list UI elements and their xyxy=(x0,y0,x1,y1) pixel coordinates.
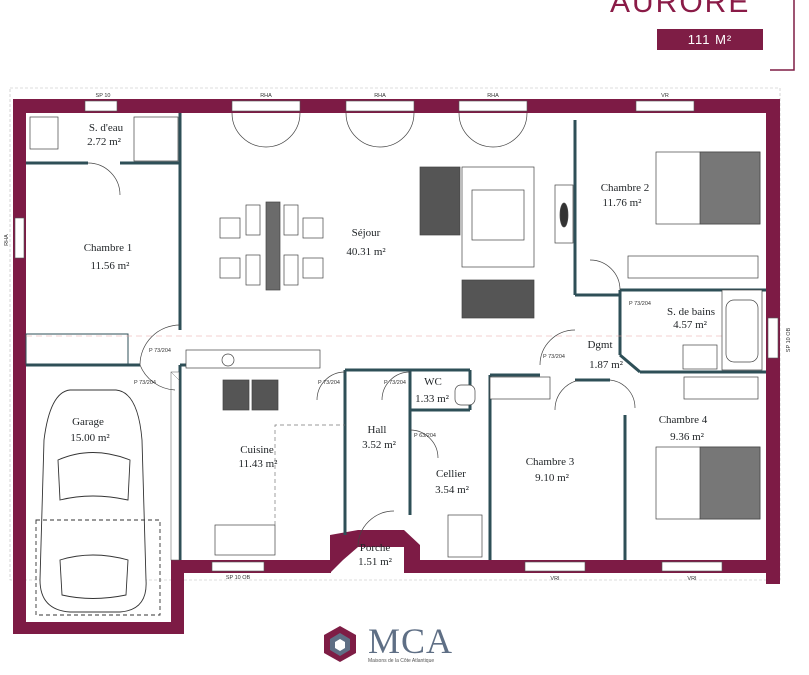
sofa xyxy=(461,279,535,319)
room-area-porche: 1.51 m² xyxy=(358,556,393,568)
room-name-chambre-2: Chambre 2 xyxy=(601,182,650,194)
mca-logo-icon xyxy=(324,626,356,662)
shower xyxy=(133,116,179,162)
car xyxy=(35,389,161,616)
svg-text:P 73/204: P 73/204 xyxy=(134,380,156,386)
room-area-hall: 3.52 m² xyxy=(362,439,397,451)
room-name-salle-de-bains: S. de bains xyxy=(667,306,715,318)
door-swings xyxy=(87,112,636,548)
svg-text:P 73/204: P 73/204 xyxy=(543,354,565,360)
wardrobe-chambre-2 xyxy=(627,255,759,279)
plan-title: AURORE xyxy=(610,0,751,19)
room-area-cuisine: 11.43 m² xyxy=(239,458,279,470)
brand-tagline: Maisons de la Côte Atlantique xyxy=(368,658,435,664)
washbasin xyxy=(29,116,59,150)
svg-text:P 73/204: P 73/204 xyxy=(384,380,406,386)
room-area-chambre-1: 11.56 m² xyxy=(91,260,131,272)
room-name-chambre-3: Chambre 3 xyxy=(526,456,575,468)
room-area-cellier: 3.54 m² xyxy=(435,484,470,496)
svg-text:P 63/204: P 63/204 xyxy=(414,433,436,439)
furniture xyxy=(29,116,763,558)
room-name-porche: Porche xyxy=(360,542,391,554)
wardrobe-chambre-3 xyxy=(489,376,551,400)
room-labels: S. d'eau 2.72 m² Chambre 1 11.56 m² Séjo… xyxy=(70,122,715,568)
room-name-garage: Garage xyxy=(72,416,104,428)
room-name-salle-d-eau: S. d'eau xyxy=(89,122,124,134)
kitchen-sink xyxy=(214,524,276,556)
wardrobe-chambre-4 xyxy=(683,376,759,400)
room-name-sejour: Séjour xyxy=(352,227,381,239)
cellier-unit xyxy=(447,514,483,558)
mca-logo: MCA Maisons de la Côte Atlantique xyxy=(322,621,454,664)
kitchen-island xyxy=(185,349,321,369)
room-name-cuisine: Cuisine xyxy=(240,444,274,456)
room-area-chambre-2: 11.76 m² xyxy=(603,197,643,209)
wall-openings xyxy=(14,100,779,572)
svg-text:RHA: RHA xyxy=(374,93,386,99)
svg-text:SP 10 OB: SP 10 OB xyxy=(226,575,251,581)
room-area-salle-d-eau: 2.72 m² xyxy=(87,136,122,148)
svg-text:P 73/204: P 73/204 xyxy=(629,301,651,307)
svg-text:VR: VR xyxy=(661,93,669,99)
room-area-sejour: 40.31 m² xyxy=(346,246,386,258)
room-name-chambre-1: Chambre 1 xyxy=(84,242,133,254)
door-labels: P 73/204 P 73/204 P 73/204 P 73/204 P 63… xyxy=(134,301,651,439)
svg-text:VRI: VRI xyxy=(687,576,697,582)
svg-text:VRI: VRI xyxy=(550,576,560,582)
room-name-hall: Hall xyxy=(368,424,387,436)
svg-text:RHA: RHA xyxy=(4,234,10,246)
room-area-degagement: 1.87 m² xyxy=(589,359,624,371)
room-name-chambre-4: Chambre 4 xyxy=(659,414,708,426)
brand-name: MCA xyxy=(368,621,454,661)
room-area-garage: 15.00 m² xyxy=(70,432,110,444)
svg-text:RHA: RHA xyxy=(487,93,499,99)
svg-text:SP 10: SP 10 xyxy=(96,93,111,99)
svg-text:P 73/204: P 73/204 xyxy=(149,348,171,354)
room-name-cellier: Cellier xyxy=(436,468,466,480)
room-name-wc: WC xyxy=(424,376,442,388)
room-area-salle-de-bains: 4.57 m² xyxy=(673,319,708,331)
area-badge: 111 M² xyxy=(657,29,763,50)
room-area-chambre-3: 9.10 m² xyxy=(535,472,570,484)
svg-text:SP 10 OB: SP 10 OB xyxy=(786,327,792,352)
sink xyxy=(682,344,718,370)
header-frame-line xyxy=(770,0,795,71)
dining-table xyxy=(265,201,281,291)
armchair xyxy=(419,166,461,236)
room-area-wc: 1.33 m² xyxy=(415,393,450,405)
window-labels: SP 10 RHA RHA RHA VR RHA SP 10 OB SP 10 … xyxy=(4,93,792,582)
svg-text:P 73/204: P 73/204 xyxy=(318,380,340,386)
room-area-chambre-4: 9.36 m² xyxy=(670,431,705,443)
room-name-degagement: Dgmt xyxy=(587,339,612,351)
toilet xyxy=(454,384,476,406)
svg-text:RHA: RHA xyxy=(260,93,272,99)
